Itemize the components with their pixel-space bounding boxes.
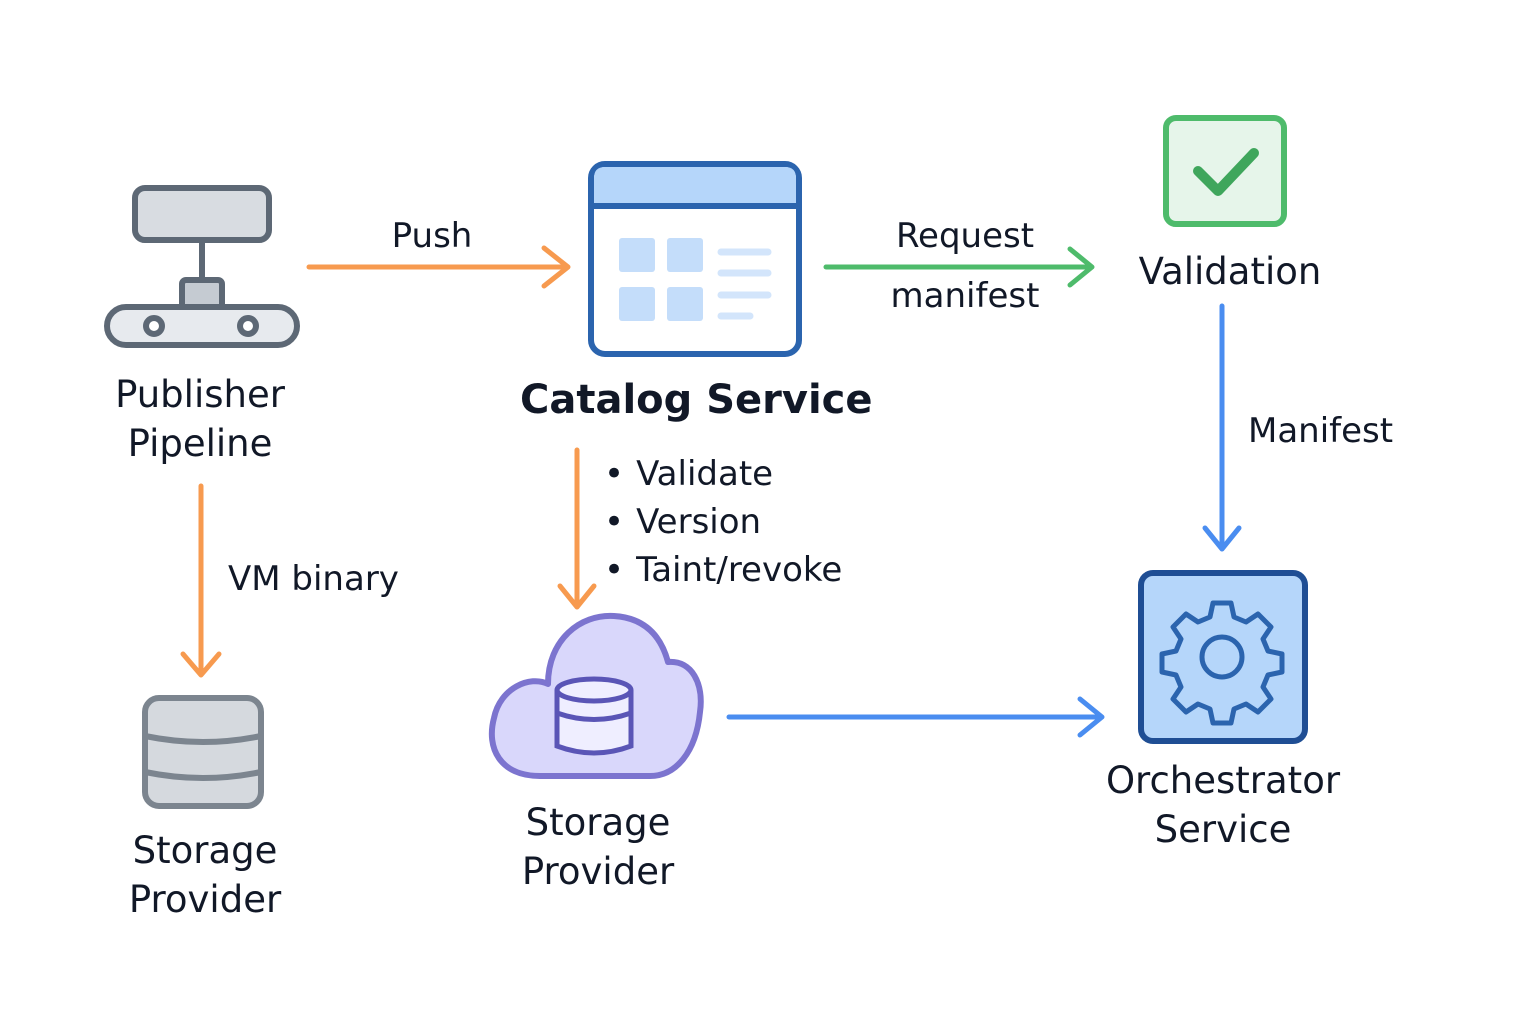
catalog-service-label: Catalog Service xyxy=(520,377,873,423)
gear-icon xyxy=(1138,570,1308,744)
server-pipeline-icon xyxy=(104,185,300,348)
storage-cloud-line1: Storage xyxy=(525,801,671,844)
catalog-bullets: Validate Version Taint/revoke xyxy=(604,450,842,594)
checkmark-icon xyxy=(1163,115,1287,227)
publisher-label-line1: Publisher xyxy=(115,373,285,416)
arrow-storage-to-orchestrator xyxy=(726,696,1105,738)
storage-local-line2: Provider xyxy=(128,878,282,921)
validation-label: Validation xyxy=(1138,250,1322,293)
edge-request-line2: manifest xyxy=(890,276,1040,316)
orchestrator-service-label: Orchestrator Service xyxy=(1090,756,1356,854)
storage-provider-local-label: Storage Provider xyxy=(110,826,300,924)
arrow-push xyxy=(306,245,571,289)
storage-provider-cloud-label: Storage Provider xyxy=(503,798,693,896)
bullet-validate: Validate xyxy=(604,450,842,498)
publisher-pipeline-label: Publisher Pipeline xyxy=(110,370,290,468)
arrow-manifest xyxy=(1202,303,1242,552)
storage-cloud-line2: Provider xyxy=(521,850,675,893)
arrow-request-manifest xyxy=(823,246,1095,288)
orchestrator-line2: Service xyxy=(1154,808,1292,851)
bullet-taint-revoke: Taint/revoke xyxy=(604,546,842,594)
edge-request-line1: Request xyxy=(895,216,1035,256)
edge-label-vm-binary: VM binary xyxy=(228,559,399,599)
edge-label-push: Push xyxy=(391,216,473,256)
storage-local-line1: Storage xyxy=(132,829,278,872)
database-icon xyxy=(142,695,264,809)
bullet-version: Version xyxy=(604,498,842,546)
cloud-database-icon xyxy=(488,612,704,779)
edge-label-manifest: Manifest xyxy=(1248,411,1394,451)
arrow-vm-binary xyxy=(180,483,222,678)
edge-label-request-manifest: Request manifest xyxy=(880,216,1050,316)
orchestrator-line1: Orchestrator xyxy=(1105,759,1341,802)
arrow-catalog-to-storage xyxy=(557,447,597,610)
catalog-window-icon xyxy=(588,161,802,357)
publisher-label-line2: Pipeline xyxy=(127,422,273,465)
